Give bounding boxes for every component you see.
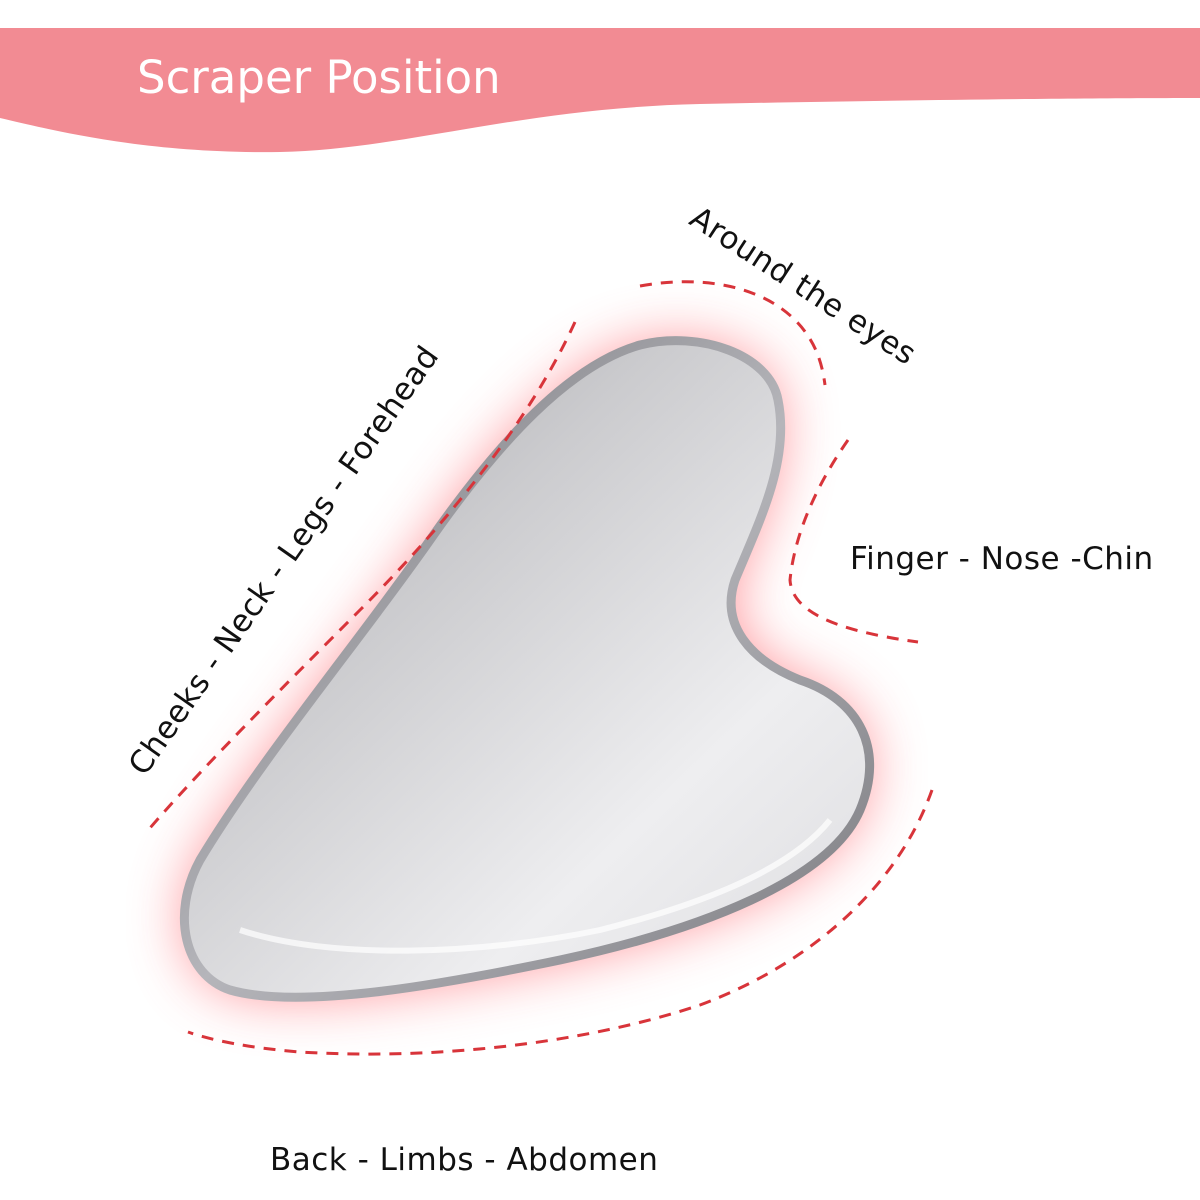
header-banner	[0, 28, 1200, 153]
scraper-highlight	[239, 818, 833, 954]
guide-line-cheeks	[148, 321, 577, 829]
banner-wave	[0, 28, 1200, 153]
guide-line-finger	[788, 439, 919, 644]
guide-line-eyes	[639, 280, 827, 386]
guide-line-back	[187, 789, 934, 1056]
label-back-limbs-abdomen: Back - Limbs - Abdomen	[270, 1142, 659, 1178]
scraper-tool	[179, 336, 875, 1002]
label-finger-nose-chin: Finger - Nose -Chin	[850, 541, 1154, 577]
page-title: Scraper Position	[137, 51, 501, 104]
